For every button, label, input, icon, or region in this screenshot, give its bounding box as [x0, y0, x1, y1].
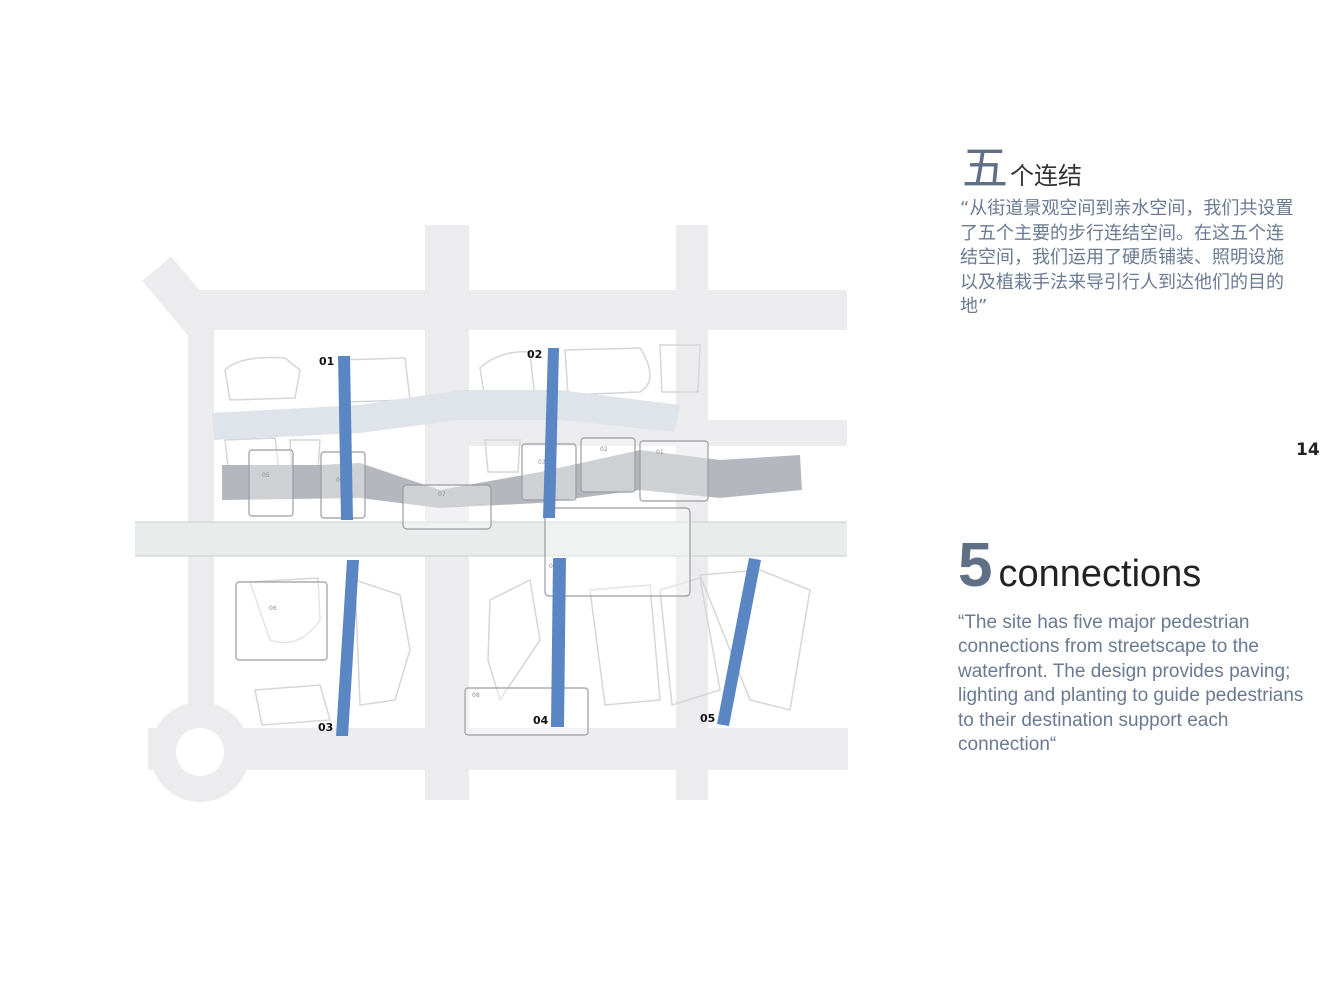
- english-heading-word: connections: [998, 553, 1202, 595]
- zone-label: 02: [600, 446, 608, 453]
- chinese-description: “从街道景观空间到亲水空间，我们共设置了五个主要的步行连结空间。在这五个连结空间…: [960, 198, 1294, 317]
- upper-promenade: [212, 390, 680, 440]
- connection-label-01: 01: [319, 355, 334, 368]
- roundabout-island: [176, 728, 224, 776]
- lower-promenade: [222, 450, 802, 508]
- connection-03-bar: [336, 560, 359, 736]
- canal-boardwalk: [135, 522, 847, 556]
- english-heading-number: 5: [958, 531, 993, 600]
- zone-label: 05: [262, 472, 270, 479]
- zone-label: 07: [438, 491, 446, 498]
- zone-label: 08: [472, 692, 480, 699]
- road-network: [142, 225, 848, 802]
- chinese-heading: 五个连结: [962, 132, 1082, 198]
- connection-label-02: 02: [527, 348, 542, 361]
- connection-label-03: 03: [318, 721, 333, 734]
- chinese-heading-big-char: 五: [962, 141, 1008, 195]
- zone-label: 06: [336, 477, 344, 484]
- connection-label-04: 04: [533, 714, 549, 727]
- page-number: 14: [1296, 440, 1320, 460]
- connection-02-bar: [543, 348, 559, 518]
- zone-label: 01: [656, 449, 664, 456]
- chinese-heading-rest: 个连结: [1010, 162, 1082, 190]
- zone-label: 03: [538, 459, 546, 466]
- connection-04-bar: [551, 558, 566, 727]
- site-plan-diagram: 05 06 07 03 02 01 01 06 08 01 02 03 04 0…: [135, 225, 848, 802]
- zone-label: 06: [269, 605, 277, 612]
- connection-05-bar: [717, 558, 761, 726]
- connection-label-05: 05: [700, 712, 715, 725]
- connection-01-bar: [338, 356, 353, 520]
- english-description: “The site has five major pedestrian conn…: [958, 612, 1304, 756]
